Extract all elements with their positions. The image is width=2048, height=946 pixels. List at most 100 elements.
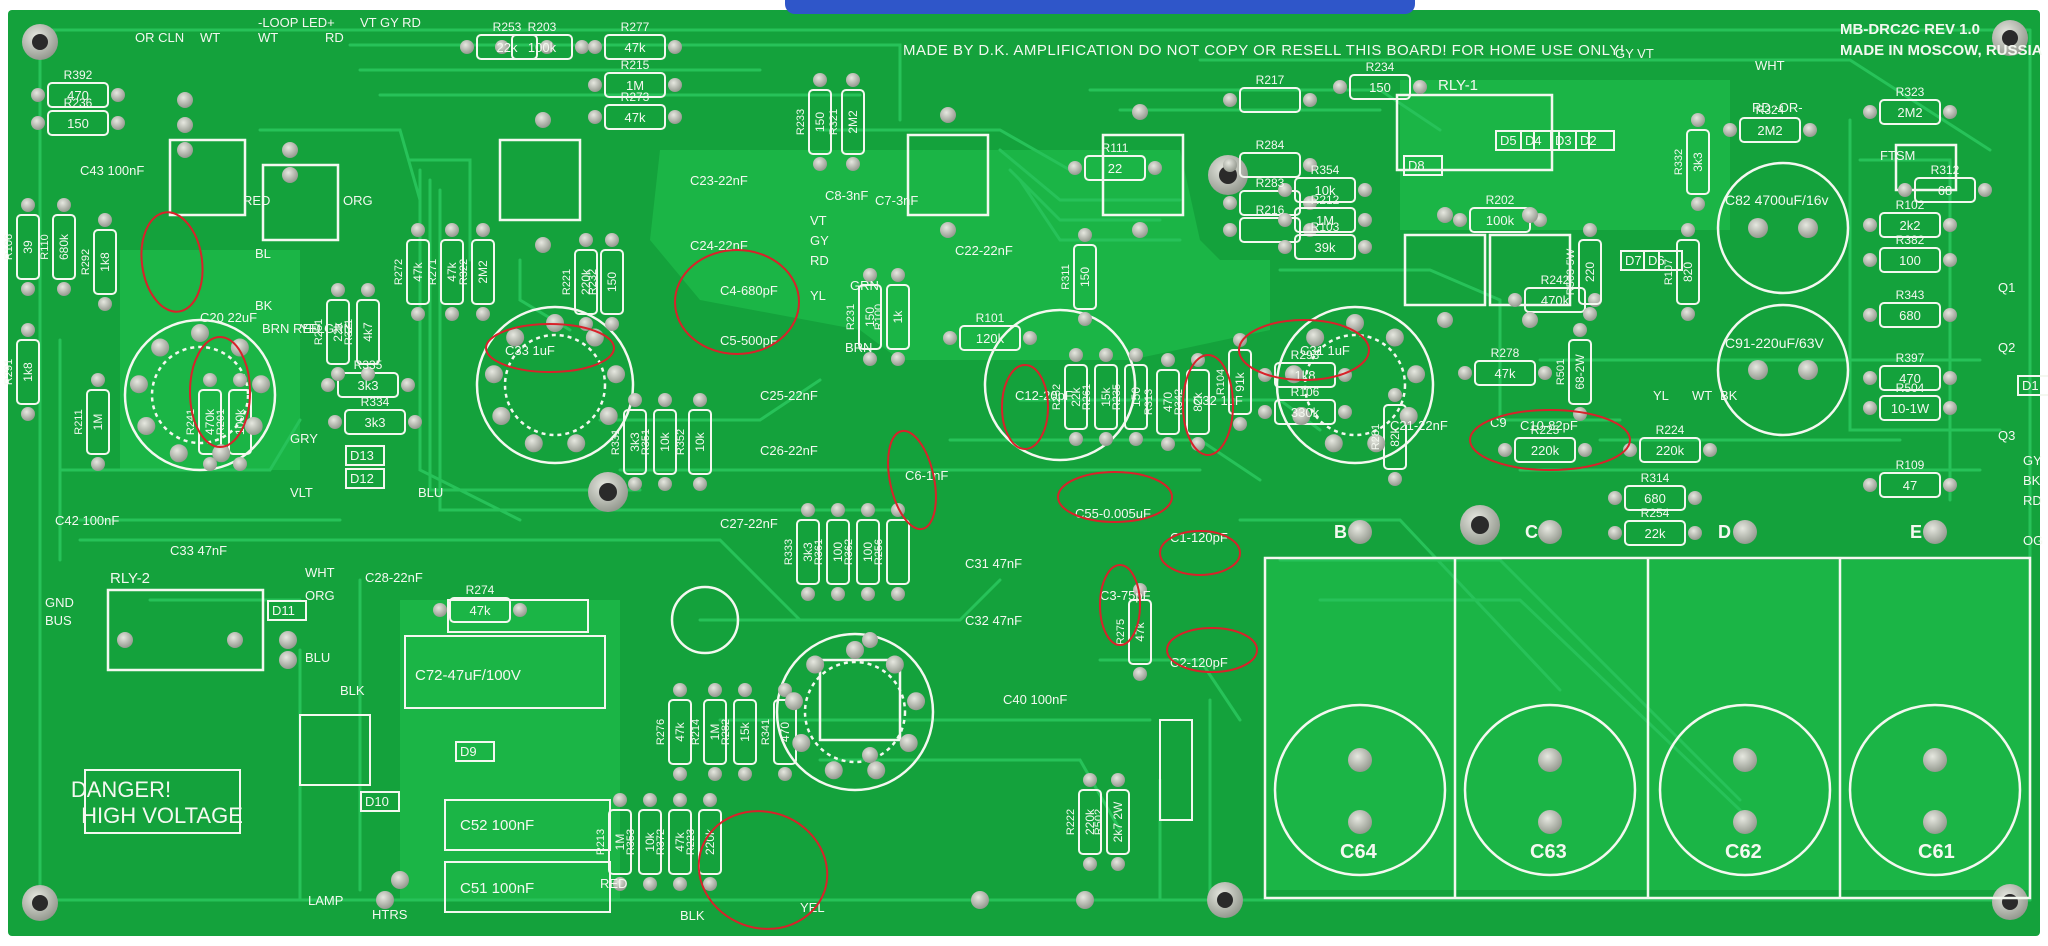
solder-pad [1522, 207, 1538, 223]
resistor-value: 1M [613, 834, 627, 851]
resistor-body [604, 104, 666, 130]
solder-pad [1608, 526, 1622, 540]
solder-pad [1078, 228, 1092, 242]
resistor-body [1186, 369, 1210, 435]
resistor-body [1879, 212, 1941, 238]
resistor-ref: R276 [655, 719, 667, 745]
solder-pad [331, 283, 345, 297]
resistor-ref: R331 [610, 429, 622, 455]
solder-pad [191, 324, 209, 342]
solder-pad [846, 641, 864, 659]
solder-pad [1898, 183, 1912, 197]
resistor-body [600, 249, 624, 315]
solder-pad [476, 307, 490, 321]
resistor-body [1524, 287, 1586, 313]
solder-pad [177, 92, 193, 108]
capacitor-label: C8-3nF [825, 188, 868, 203]
solder-pad [495, 40, 509, 54]
solder-pad [492, 407, 511, 425]
solder-pad [862, 747, 878, 763]
mounting-hole [1992, 884, 2028, 920]
resistor-value: 2M2 [1757, 123, 1782, 138]
solder-pad [1161, 353, 1175, 367]
solder-pad [524, 434, 543, 453]
solder-pad [1538, 520, 1562, 544]
resistor-ref: R342 [1173, 389, 1185, 415]
resistor-value: 3k3 [801, 542, 815, 562]
resistor-value: 39 [21, 240, 35, 254]
resistor-ref: R291 [3, 359, 15, 385]
annotation-ellipse [1099, 564, 1141, 646]
solder-pad [129, 375, 148, 394]
solder-pad [708, 767, 722, 781]
resistor-ref: R256 [873, 539, 885, 565]
solder-pad [282, 167, 298, 183]
diode-label: D6 [1648, 253, 1665, 268]
solder-pad [1407, 365, 1426, 384]
resistor-ref: R361 [813, 539, 825, 565]
solder-pad [1863, 218, 1877, 232]
diode-label: D2 [1580, 133, 1597, 148]
solder-pad [117, 632, 133, 648]
resistor-value: 1k8 [98, 252, 112, 272]
solder-pad [31, 116, 45, 130]
solder-pad [1733, 748, 1757, 772]
resistor-body [1879, 99, 1941, 125]
solder-pad [1688, 526, 1702, 540]
solder-pad [1278, 240, 1292, 254]
solder-pad [1681, 307, 1695, 321]
resistor-value: 1M [1316, 213, 1334, 228]
resistor-ref: R251 [313, 319, 325, 345]
solder-pad [738, 767, 752, 781]
solder-pad [579, 233, 593, 247]
diode-label: D13 [350, 448, 374, 463]
resistor-ref: R293 [1291, 348, 1320, 362]
capacitor-c62 [1658, 703, 1832, 877]
wire-label: BLK [340, 683, 365, 698]
resistor-value: 10k [1315, 183, 1336, 198]
solder-pad [738, 683, 752, 697]
wire-label: OG [2023, 533, 2043, 548]
solder-pad [1358, 183, 1372, 197]
solder-pad [433, 603, 447, 617]
solder-pad [91, 457, 105, 471]
solder-pad [643, 793, 657, 807]
solder-pad [1076, 891, 1094, 909]
resistor-body [1568, 339, 1592, 405]
solder-pad [943, 331, 957, 345]
resistor-value: 47k [673, 721, 687, 741]
ic-outline [498, 138, 582, 222]
solder-pad [1863, 478, 1877, 492]
resistor-body [608, 809, 632, 875]
resistor-body [668, 809, 692, 875]
solder-pad [668, 78, 682, 92]
resistor-value: 680 [1644, 491, 1666, 506]
solder-pad [203, 373, 217, 387]
capacitor-c81-label: C82 4700uF/16v [1725, 192, 1829, 208]
capacitor-label: C21-22nF [1390, 418, 1448, 433]
resistor-value: 100 [1899, 253, 1921, 268]
solder-pad [279, 631, 297, 649]
solder-pad [605, 317, 619, 331]
capacitor-c61-label: C61 [1918, 841, 1955, 863]
capacitor-label: C28-22nF [365, 570, 423, 585]
wire-label: YEL [800, 900, 825, 915]
resistor-body [1879, 302, 1941, 328]
solder-pad [831, 503, 845, 517]
solder-pad [613, 793, 627, 807]
resistor-value: 150 [1369, 80, 1391, 95]
solder-pad [891, 352, 905, 366]
ic-outline [906, 133, 990, 217]
resistor-body [1239, 87, 1301, 113]
solder-pad [1223, 158, 1237, 172]
wire-label: BK [255, 298, 273, 313]
wire-label: YL [810, 288, 826, 303]
resistor-ref: R397 [1896, 351, 1925, 365]
resistor-value: 91k [1233, 371, 1247, 391]
resistor-ref: R321 [828, 109, 840, 135]
resistor-ref: R254 [1641, 506, 1670, 520]
wire-label: RED [600, 876, 627, 891]
resistor-value: 47k [445, 261, 459, 281]
annotation-ellipse [697, 810, 829, 930]
capacitor-label: C26-22nF [760, 443, 818, 458]
